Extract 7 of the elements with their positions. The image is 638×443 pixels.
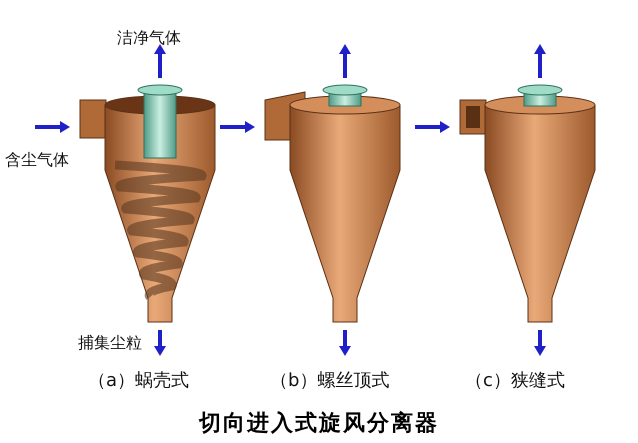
caption: （a）蜗壳式: [88, 369, 190, 392]
flow-label: 洁净气体: [117, 28, 181, 49]
title: 切向进入式旋风分离器: [198, 410, 440, 438]
caption: （b）螺丝顶式: [270, 369, 390, 392]
flow-label: 捕集尘粒: [78, 333, 142, 354]
caption: （c）狭缝式: [465, 369, 565, 392]
flow-label: 含尘气体: [5, 150, 69, 171]
